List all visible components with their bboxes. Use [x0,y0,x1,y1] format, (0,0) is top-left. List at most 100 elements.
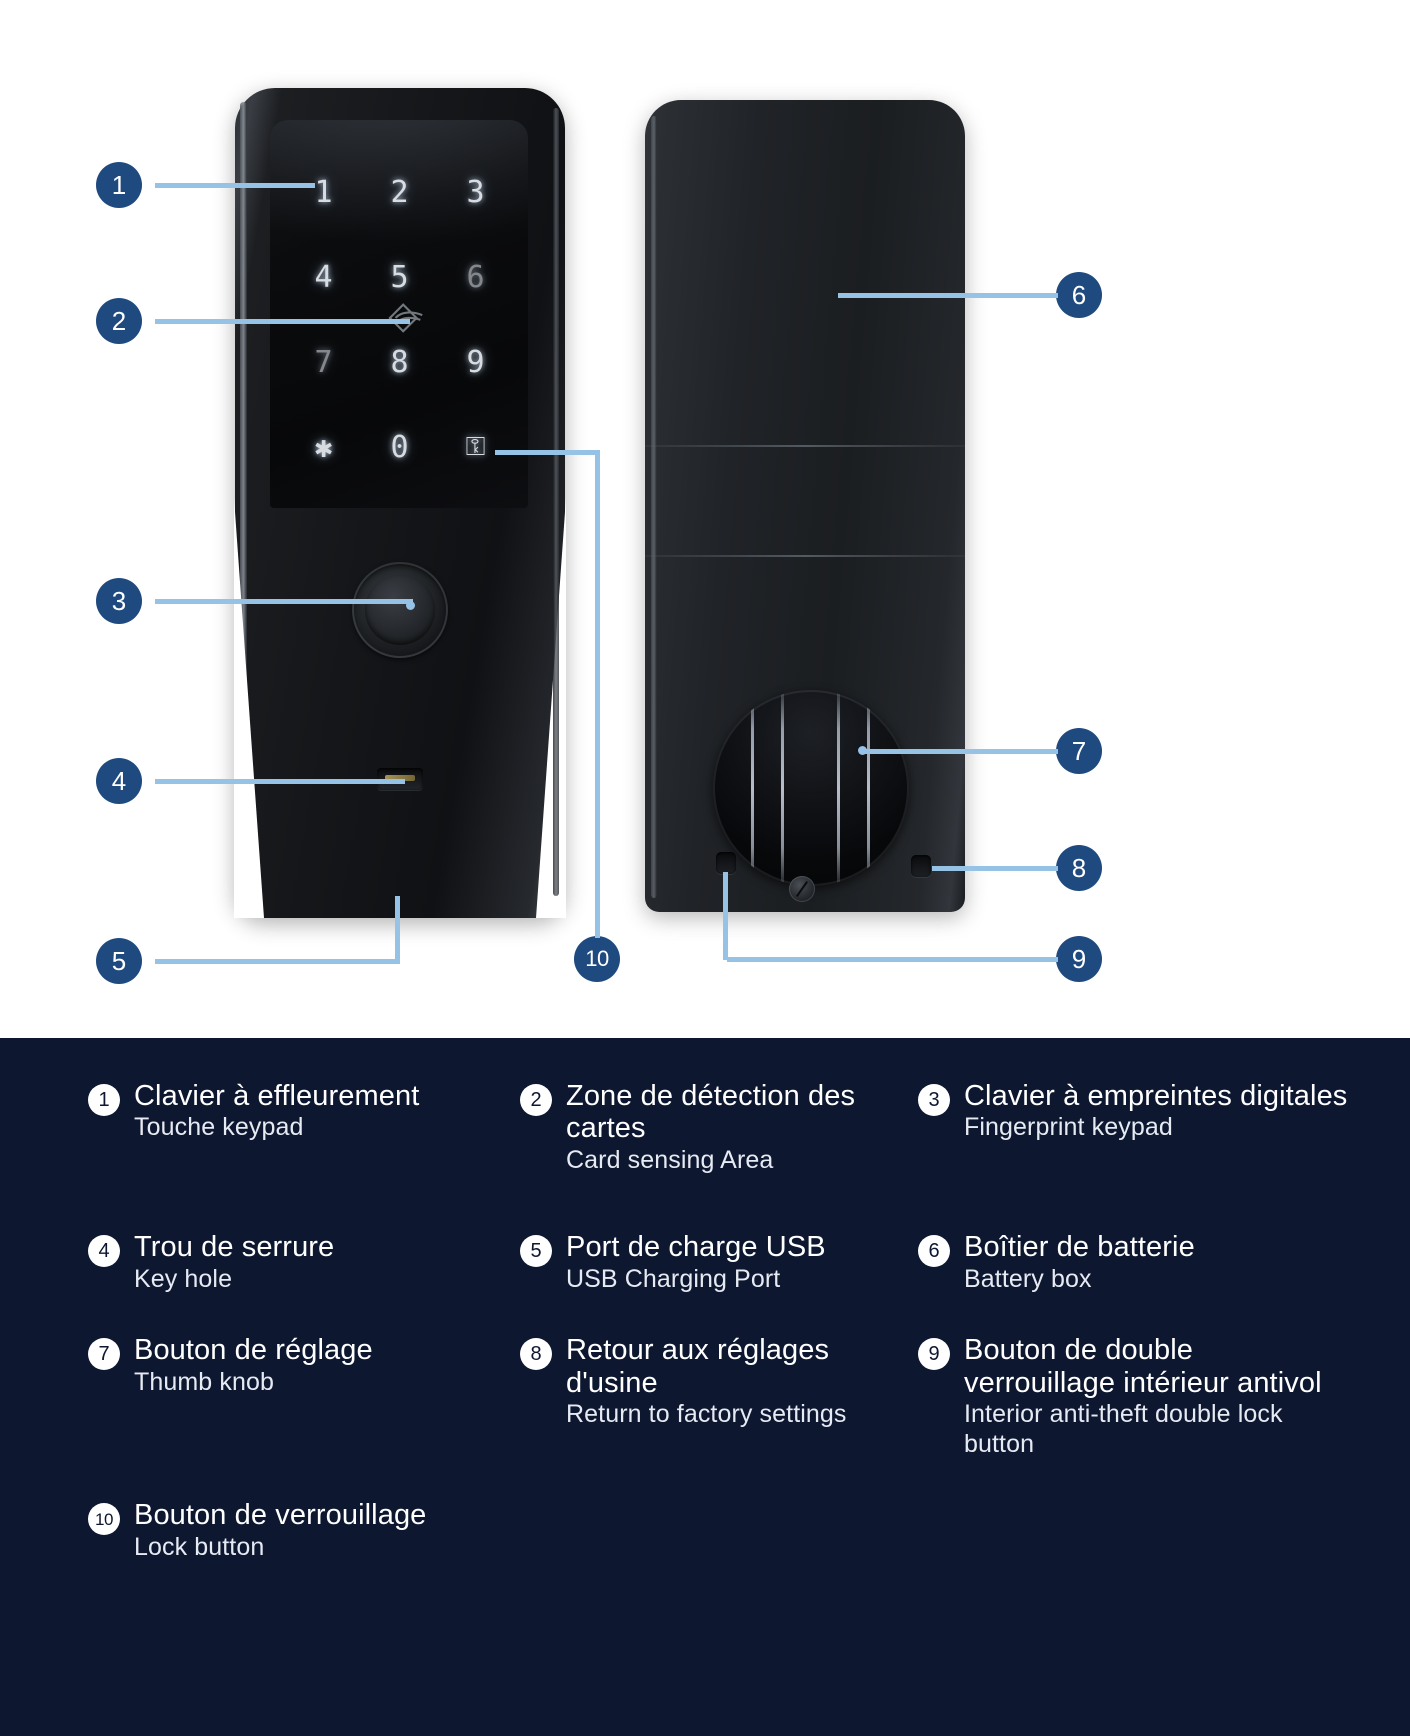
legend-label-en-9: Interior anti-theft double lock button [964,1400,1283,1458]
callout-leader-8 [932,866,1058,871]
callout-badge-5[interactable]: 5 [96,938,142,984]
legend-item-5: 5 Port de charge USB USB Charging Port [520,1231,918,1304]
legend-text-1: Clavier à effleurement Touche keypad [134,1080,419,1143]
legend-item-9: 9 Bouton de double verrouillage intérieu… [918,1334,1348,1469]
legend-label-en-1: Touche keypad [134,1113,304,1142]
legend-text-8: Retour aux réglages d'usine Return to fa… [566,1334,918,1429]
knob-ridge [837,690,840,886]
callout-badge-6[interactable]: 6 [1056,272,1102,318]
thumb-knob[interactable] [713,690,909,886]
legend-label-en-5: USB Charging Port [566,1264,781,1293]
callout-leader-9-horizontal [727,957,1058,962]
legend-text-3: Clavier à empreintes digitales Fingerpri… [964,1080,1347,1143]
keypad-key-7[interactable]: 7 [314,345,334,380]
legend-label-en-4: Key hole [134,1264,233,1293]
keypad-key-0[interactable]: 0 [390,430,410,465]
legend-grid: 1 Clavier à effleurement Touche keypad 2… [88,1080,1348,1572]
keypad-key-2[interactable]: 2 [390,175,410,210]
legend-item-8: 8 Retour aux réglages d'usine Return to … [520,1334,918,1469]
legend-row-spacer [520,1469,918,1499]
callout-badge-9[interactable]: 9 [1056,936,1102,982]
legend-row-spacer [918,1185,1348,1231]
front-body-taper-right [536,498,566,918]
keypad-key-lock[interactable]: ⚿ [465,432,487,462]
callout-leader-6 [838,293,1058,298]
interior-double-lock-button[interactable] [716,852,736,874]
back-panel-screw [789,876,815,902]
legend-row-spacer [918,1469,1348,1499]
legend-label-en-8: Return to factory settings [566,1400,847,1429]
legend-label-fr-2: Zone de détection des cartes [566,1080,856,1145]
callout-leader-5-vertical [395,896,400,960]
legend-label-fr-9: Bouton de double verrouillage intérieur … [964,1334,1322,1399]
legend-number-5: 5 [520,1235,552,1268]
callout-leader-1 [155,183,315,188]
legend-item-10: 10 Bouton de verrouillage Lock button [88,1499,520,1572]
legend-label-en-2: Card sensing Area [566,1145,774,1174]
callout-leader-7 [862,749,1058,754]
legend-label-en-6: Battery box [964,1264,1092,1293]
legend-row-spacer [520,1185,918,1231]
legend-label-fr-5: Port de charge USB [566,1231,826,1264]
callout-leader-dot-3 [406,601,415,610]
factory-reset-button[interactable] [911,855,931,877]
legend-item-2: 2 Zone de détection des cartes Card sens… [520,1080,918,1185]
knob-ridge [781,690,784,886]
legend-row-spacer [520,1304,918,1334]
legend-label-en-10: Lock button [134,1532,265,1561]
legend-label-fr-7: Bouton de réglage [134,1334,373,1367]
knob-ridge [867,690,870,886]
legend-label-fr-8: Retour aux réglages d'usine [566,1334,830,1399]
product-diagram: 1 2 3 4 5 6 7 8 9 ✱ 0 ⚿ 1 2 [0,0,1410,1038]
callout-badge-10[interactable]: 10 [574,936,620,982]
keypad-key-4[interactable]: 4 [314,260,334,295]
legend-number-9: 9 [918,1338,950,1371]
legend-label-fr-6: Boîtier de batterie [964,1231,1195,1264]
legend-text-7: Bouton de réglage Thumb knob [134,1334,373,1397]
callout-badge-7[interactable]: 7 [1056,728,1102,774]
knob-ridge [751,690,754,886]
callout-badge-3[interactable]: 3 [96,578,142,624]
legend-text-4: Trou de serrure Key hole [134,1231,334,1294]
legend-row-spacer [88,1304,520,1334]
legend-row-spacer [88,1185,520,1231]
fingerprint-reader[interactable] [352,562,448,658]
callout-badge-4[interactable]: 4 [96,758,142,804]
keypad-key-3[interactable]: 3 [466,175,486,210]
legend-text-9: Bouton de double verrouillage intérieur … [964,1334,1348,1459]
legend-label-en-3: Fingerprint keypad [964,1113,1173,1142]
keypad-key-asterisk[interactable]: ✱ [314,430,334,465]
legend-number-3: 3 [918,1084,950,1116]
legend-number-4: 4 [88,1235,120,1268]
legend-label-fr-3: Clavier à empreintes digitales [964,1080,1348,1112]
callout-badge-8[interactable]: 8 [1056,845,1102,891]
legend-row-spacer [918,1304,1348,1334]
legend-label-fr-1: Clavier à effleurement [134,1080,420,1112]
card-sensor-logo-icon [388,303,423,333]
legend-label-fr-4: Trou de serrure [134,1231,335,1264]
battery-cover-seam-top [645,445,965,447]
callout-badge-1[interactable]: 1 [96,162,142,208]
legend-number-7: 7 [88,1338,120,1371]
touch-keypad[interactable]: 1 2 3 4 5 6 7 8 9 ✱ 0 ⚿ [286,150,514,490]
keypad-key-9[interactable]: 9 [466,345,486,380]
legend-item-1: 1 Clavier à effleurement Touche keypad [88,1080,520,1185]
callout-leader-dot-7 [858,746,867,755]
legend-text-10: Bouton de verrouillage Lock button [134,1499,426,1562]
legend-item-4: 4 Trou de serrure Key hole [88,1231,520,1304]
legend-number-2: 2 [520,1084,552,1116]
legend-number-1: 1 [88,1084,120,1116]
keypad-key-6[interactable]: 6 [466,260,486,295]
callout-badge-2[interactable]: 2 [96,298,142,344]
callout-leader-9-vertical [723,872,728,960]
legend-item-3: 3 Clavier à empreintes digitales Fingerp… [918,1080,1348,1185]
legend-text-6: Boîtier de batterie Battery box [964,1231,1195,1294]
legend-text-5: Port de charge USB USB Charging Port [566,1231,826,1294]
keypad-key-1[interactable]: 1 [314,175,334,210]
keypad-key-8[interactable]: 8 [390,345,410,380]
legend-panel: 1 Clavier à effleurement Touche keypad 2… [0,1038,1410,1736]
keypad-key-5[interactable]: 5 [390,260,410,295]
legend-cell-empty [520,1499,918,1572]
legend-label-en-7: Thumb knob [134,1367,274,1396]
callout-leader-10-horizontal [495,450,600,455]
